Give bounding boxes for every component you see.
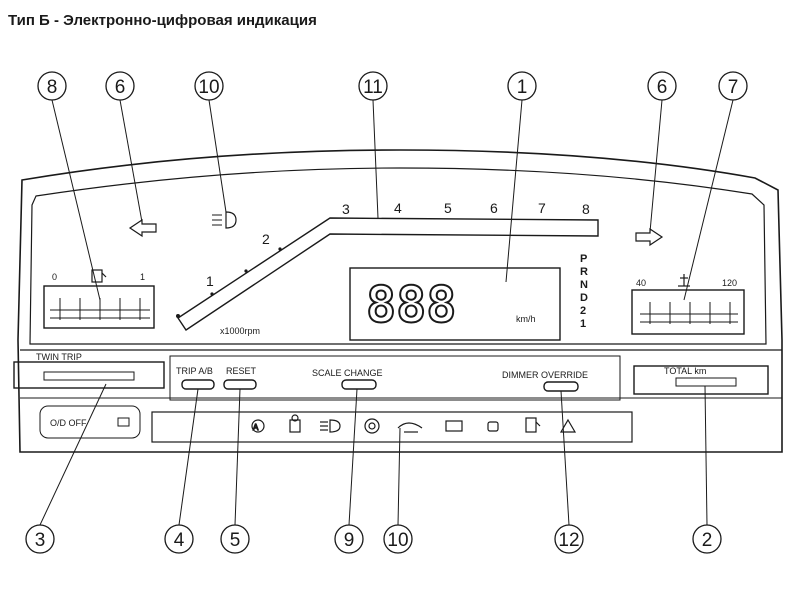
reset-label: RESET (226, 366, 257, 376)
total-km-window (675, 377, 737, 387)
gear-d: D (580, 292, 588, 304)
callout-6-left: 6 (115, 77, 126, 98)
leader-1 (505, 99, 523, 283)
tach-tick-1: 1 (206, 273, 214, 289)
callout-9: 9 (344, 530, 355, 551)
fuel-pump-icon (91, 269, 107, 283)
washer-fluid-icon (397, 422, 423, 433)
leader-10-top (208, 99, 227, 213)
callout-6-right: 6 (657, 77, 668, 98)
seatbelt-icon (487, 421, 499, 432)
high-beam-indicator-icon (225, 211, 237, 229)
warning-lamp-strip (151, 411, 633, 443)
abs-icon: A (251, 419, 265, 433)
gear-r: R (580, 266, 588, 278)
tach-tick-7: 7 (538, 200, 546, 216)
cluster-inner-frame (29, 167, 767, 345)
callout-8: 8 (47, 77, 58, 98)
leader-6-right (649, 99, 663, 233)
temp-gauge-display (631, 289, 745, 335)
twin-trip-display (13, 361, 165, 389)
leader-2 (704, 385, 708, 526)
tach-unit-label: x1000rpm (220, 326, 260, 336)
tach-tick-3: 3 (342, 201, 350, 217)
total-km-display (633, 365, 769, 395)
callout-11: 11 (363, 77, 383, 98)
tach-dot (278, 247, 282, 251)
fuel-min-label: 0 (52, 272, 57, 282)
fuel-bar-segments (50, 298, 150, 320)
fuel-icon (525, 417, 541, 433)
tach-dot (244, 269, 248, 273)
coolant-temp-icon (678, 274, 690, 287)
dimmer-override-button[interactable] (543, 381, 579, 392)
battery-icon (445, 420, 463, 432)
leader-11 (372, 99, 379, 219)
twin-trip-label: TWIN TRIP (36, 352, 82, 362)
leader-6-left (119, 99, 143, 223)
brake-icon (364, 418, 380, 434)
left-turn-signal-icon (128, 218, 157, 238)
speed-unit-label: km/h (516, 314, 536, 324)
leader-4 (178, 388, 199, 526)
svg-text:A: A (253, 423, 259, 432)
od-off-label: O/D OFF (50, 418, 87, 428)
callout-10-top: 10 (198, 77, 219, 98)
hazard-warning-icon (559, 418, 577, 433)
cluster-housing (17, 149, 783, 453)
gear-1: 1 (580, 318, 586, 330)
callout-1: 1 (517, 77, 528, 98)
twin-trip-window (43, 371, 135, 381)
gear-indicator: P R N D 2 1 (580, 253, 588, 330)
control-button-panel (169, 355, 621, 401)
tach-tick-8: 8 (582, 201, 590, 217)
tach-dot (210, 292, 214, 296)
total-km-label: TOTAL km (664, 366, 706, 376)
callout-12: 12 (558, 530, 579, 551)
tach-dot (176, 314, 180, 318)
gear-2: 2 (580, 305, 586, 317)
od-off-indicator (117, 417, 130, 427)
leader-8 (51, 99, 101, 301)
callout-3: 3 (35, 530, 46, 551)
tach-tick-2: 2 (262, 231, 270, 247)
tach-tick-4: 4 (394, 200, 402, 216)
leader-7 (683, 99, 734, 301)
callout-5: 5 (230, 530, 241, 551)
leader-5 (234, 388, 241, 526)
gear-p: P (580, 253, 587, 265)
leader-10-bottom (397, 427, 401, 526)
callout-7: 7 (728, 77, 739, 98)
od-off-lamp-area (39, 405, 141, 439)
callout-10-bottom: 10 (387, 530, 408, 551)
gear-n: N (580, 279, 588, 291)
leader-9 (348, 388, 358, 526)
scale-change-button[interactable] (341, 379, 377, 390)
speed-digits: 888 (366, 276, 456, 334)
temp-min-label: 40 (636, 278, 646, 288)
tachometer-scale (177, 217, 599, 331)
right-turn-signal-icon (635, 227, 664, 247)
page-title: Тип Б - Электронно-цифровая индикация (8, 12, 317, 29)
scale-change-label: SCALE CHANGE (312, 368, 383, 378)
trip-ab-button[interactable] (181, 379, 215, 390)
reset-button[interactable] (223, 379, 257, 390)
high-beam-icon (320, 419, 341, 433)
trip-ab-label: TRIP A/B (176, 366, 213, 376)
dimmer-override-label: DIMMER OVERRIDE (502, 370, 588, 380)
callout-4: 4 (174, 530, 185, 551)
tach-tick-5: 5 (444, 200, 452, 216)
temp-bar-segments (640, 302, 738, 324)
leader-12 (560, 390, 570, 526)
speedometer-display (349, 267, 561, 341)
high-beam-rays (212, 214, 222, 226)
fuel-max-label: 1 (140, 272, 145, 282)
temp-max-label: 120 (722, 278, 737, 288)
oil-pressure-icon (289, 414, 301, 433)
leader-3 (39, 383, 107, 526)
tach-tick-6: 6 (490, 200, 498, 216)
fuel-gauge-display (43, 285, 155, 329)
callout-2: 2 (702, 530, 713, 551)
